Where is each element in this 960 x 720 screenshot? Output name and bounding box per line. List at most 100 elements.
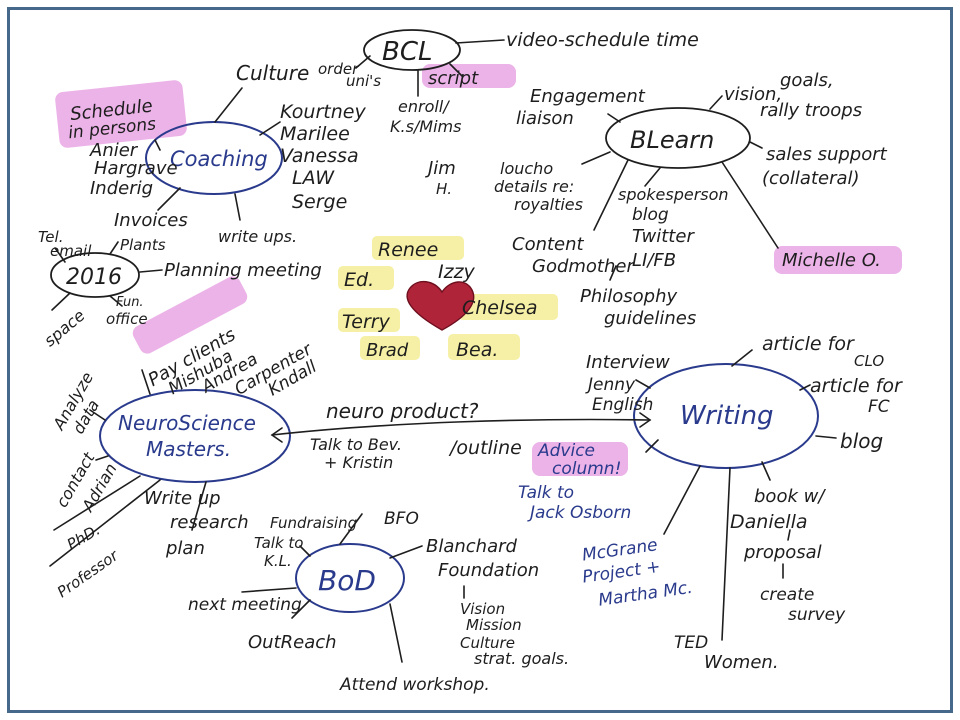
label-outline: /outline (448, 437, 522, 459)
label-vision: Vision (460, 600, 505, 618)
highlight-advice (532, 442, 628, 476)
label-godmother: Godmother (532, 256, 635, 277)
label-next-meeting: next meeting (188, 595, 302, 615)
label-renee: Renee (378, 239, 438, 261)
oval-blearn (605, 107, 751, 169)
label-goals: goals, (780, 70, 834, 91)
label-terry: Terry (342, 311, 391, 333)
oval-coaching (145, 121, 283, 195)
node-coaching: Coaching (170, 147, 268, 171)
label-clo: CLO (854, 352, 884, 370)
coaching-branches: Schedule in persons Anier Hargrave Inder… (67, 61, 366, 246)
oval-writing (633, 363, 819, 469)
highlight-ed (338, 266, 394, 290)
label-content: Content (512, 234, 585, 255)
label-invoices: Invoices (114, 210, 188, 231)
line-writing-fc (799, 384, 811, 391)
label-write-ups: write ups. (218, 227, 297, 246)
label-collateral: (collateral) (762, 168, 860, 189)
line-writing-clo (731, 349, 753, 367)
oval-2016 (50, 252, 140, 298)
label-talk-bev: Talk to Bev. (310, 435, 402, 454)
line-blearn-michelle (721, 161, 779, 249)
node-bod: BoD (318, 564, 376, 597)
line-coaching-people (259, 121, 281, 136)
line-book-proposal (787, 529, 791, 541)
oval-neuroscience (99, 389, 291, 483)
line-coaching-writeups (234, 193, 241, 221)
line-2016-space (51, 292, 71, 311)
label-vision: vision, (724, 84, 782, 105)
label-rally-troops: rally troops (760, 100, 862, 121)
label-attend-workshop: Attend workshop. (339, 675, 490, 695)
label-bfo: BFO (384, 509, 419, 529)
line-neuro-analyze (89, 409, 106, 421)
connector-lines (49, 39, 837, 663)
label-li-fb: LI/FB (632, 250, 676, 271)
label-book-with: book w/ (754, 486, 826, 507)
label-research: research (170, 512, 249, 533)
label-spokesperson: spokesperson (618, 185, 729, 204)
node-neuroscience-line1: NeuroScience (118, 411, 256, 435)
bod-branches: Fundraising BFO Talk to K.L. Blanchard F… (188, 509, 569, 695)
highlight-pay-clients (132, 276, 248, 354)
label-philosophy: Philosophy (580, 286, 678, 307)
line-neuro-phd (53, 475, 141, 531)
label-chelsea: Chelsea (462, 297, 538, 319)
label-talk-to-jack: Talk to (518, 483, 574, 503)
line-bcl-video (455, 39, 505, 44)
label-plan: plan (165, 538, 205, 559)
line-bod-next-meeting (241, 587, 297, 593)
oval-bod (295, 543, 405, 613)
label-strat-goals: strat. goals. (474, 649, 569, 668)
label-jack-osborn: Jack Osborn (527, 503, 631, 523)
line-2016-tel (54, 247, 66, 263)
label-plants: Plants (120, 236, 166, 254)
label-schedule-3: Anier (89, 140, 139, 161)
label-ted: TED (674, 633, 708, 653)
bcl-branches: order uni's script enroll/ K.s/Mims vide… (318, 29, 699, 136)
label-email: email (50, 242, 92, 260)
label-jenny: Jenny (585, 375, 636, 395)
label-engagement: Engagement (530, 86, 646, 107)
label-interview: Interview (586, 352, 670, 373)
label-vanessa: Vanessa (280, 145, 359, 167)
label-jim: Jim (425, 158, 456, 179)
node-labels: BCL BLearn Coaching 2016 NeuroScience Ma… (66, 37, 774, 597)
node-neuroscience-line2: Masters. (146, 437, 231, 461)
label-enroll-2: K.s/Mims (390, 117, 461, 136)
label-kristin: + Kristin (324, 453, 393, 472)
line-neuro-contact (95, 455, 109, 461)
node-writing: Writing (680, 401, 774, 431)
label-video-schedule: video-schedule time (506, 29, 699, 51)
label-kourtney: Kourtney (280, 101, 366, 123)
label-serge: Serge (292, 191, 347, 213)
label-ed: Ed. (344, 269, 374, 291)
highlight-schedule (55, 80, 187, 148)
label-neuro-product: neuro product? (326, 399, 479, 423)
line-neuro-writeup (191, 481, 207, 531)
line-coaching-schedule (154, 139, 161, 151)
label-izzy: Izzy (438, 261, 476, 283)
label-blearn-blog: blog (632, 205, 669, 225)
label-mission: Mission (466, 616, 522, 634)
heart-icon (406, 281, 475, 331)
label-order: order (318, 60, 359, 78)
label-sales-support: sales support (766, 144, 888, 165)
label-brad: Brad (366, 340, 409, 361)
line-blearn-sales (749, 141, 763, 149)
highlight-script (422, 64, 516, 88)
label-culture: Culture (236, 61, 309, 85)
year-branches: Tel. email Plants Planning meeting space… (38, 228, 322, 350)
highlight-renee (372, 236, 464, 260)
line-bod-outreach (291, 599, 311, 619)
label-jim-h: H. (436, 180, 452, 198)
label-article-clo: article for (762, 333, 855, 355)
line-2016-office (109, 295, 123, 307)
label-enroll-1: enroll/ (398, 97, 450, 116)
line-neuro-pay (141, 369, 151, 395)
label-michelle: Michelle O. (782, 250, 881, 271)
label-blanchard: Blanchard (426, 536, 518, 557)
line-godmother-philosophy (609, 265, 617, 281)
label-twitter: Twitter (632, 226, 695, 247)
